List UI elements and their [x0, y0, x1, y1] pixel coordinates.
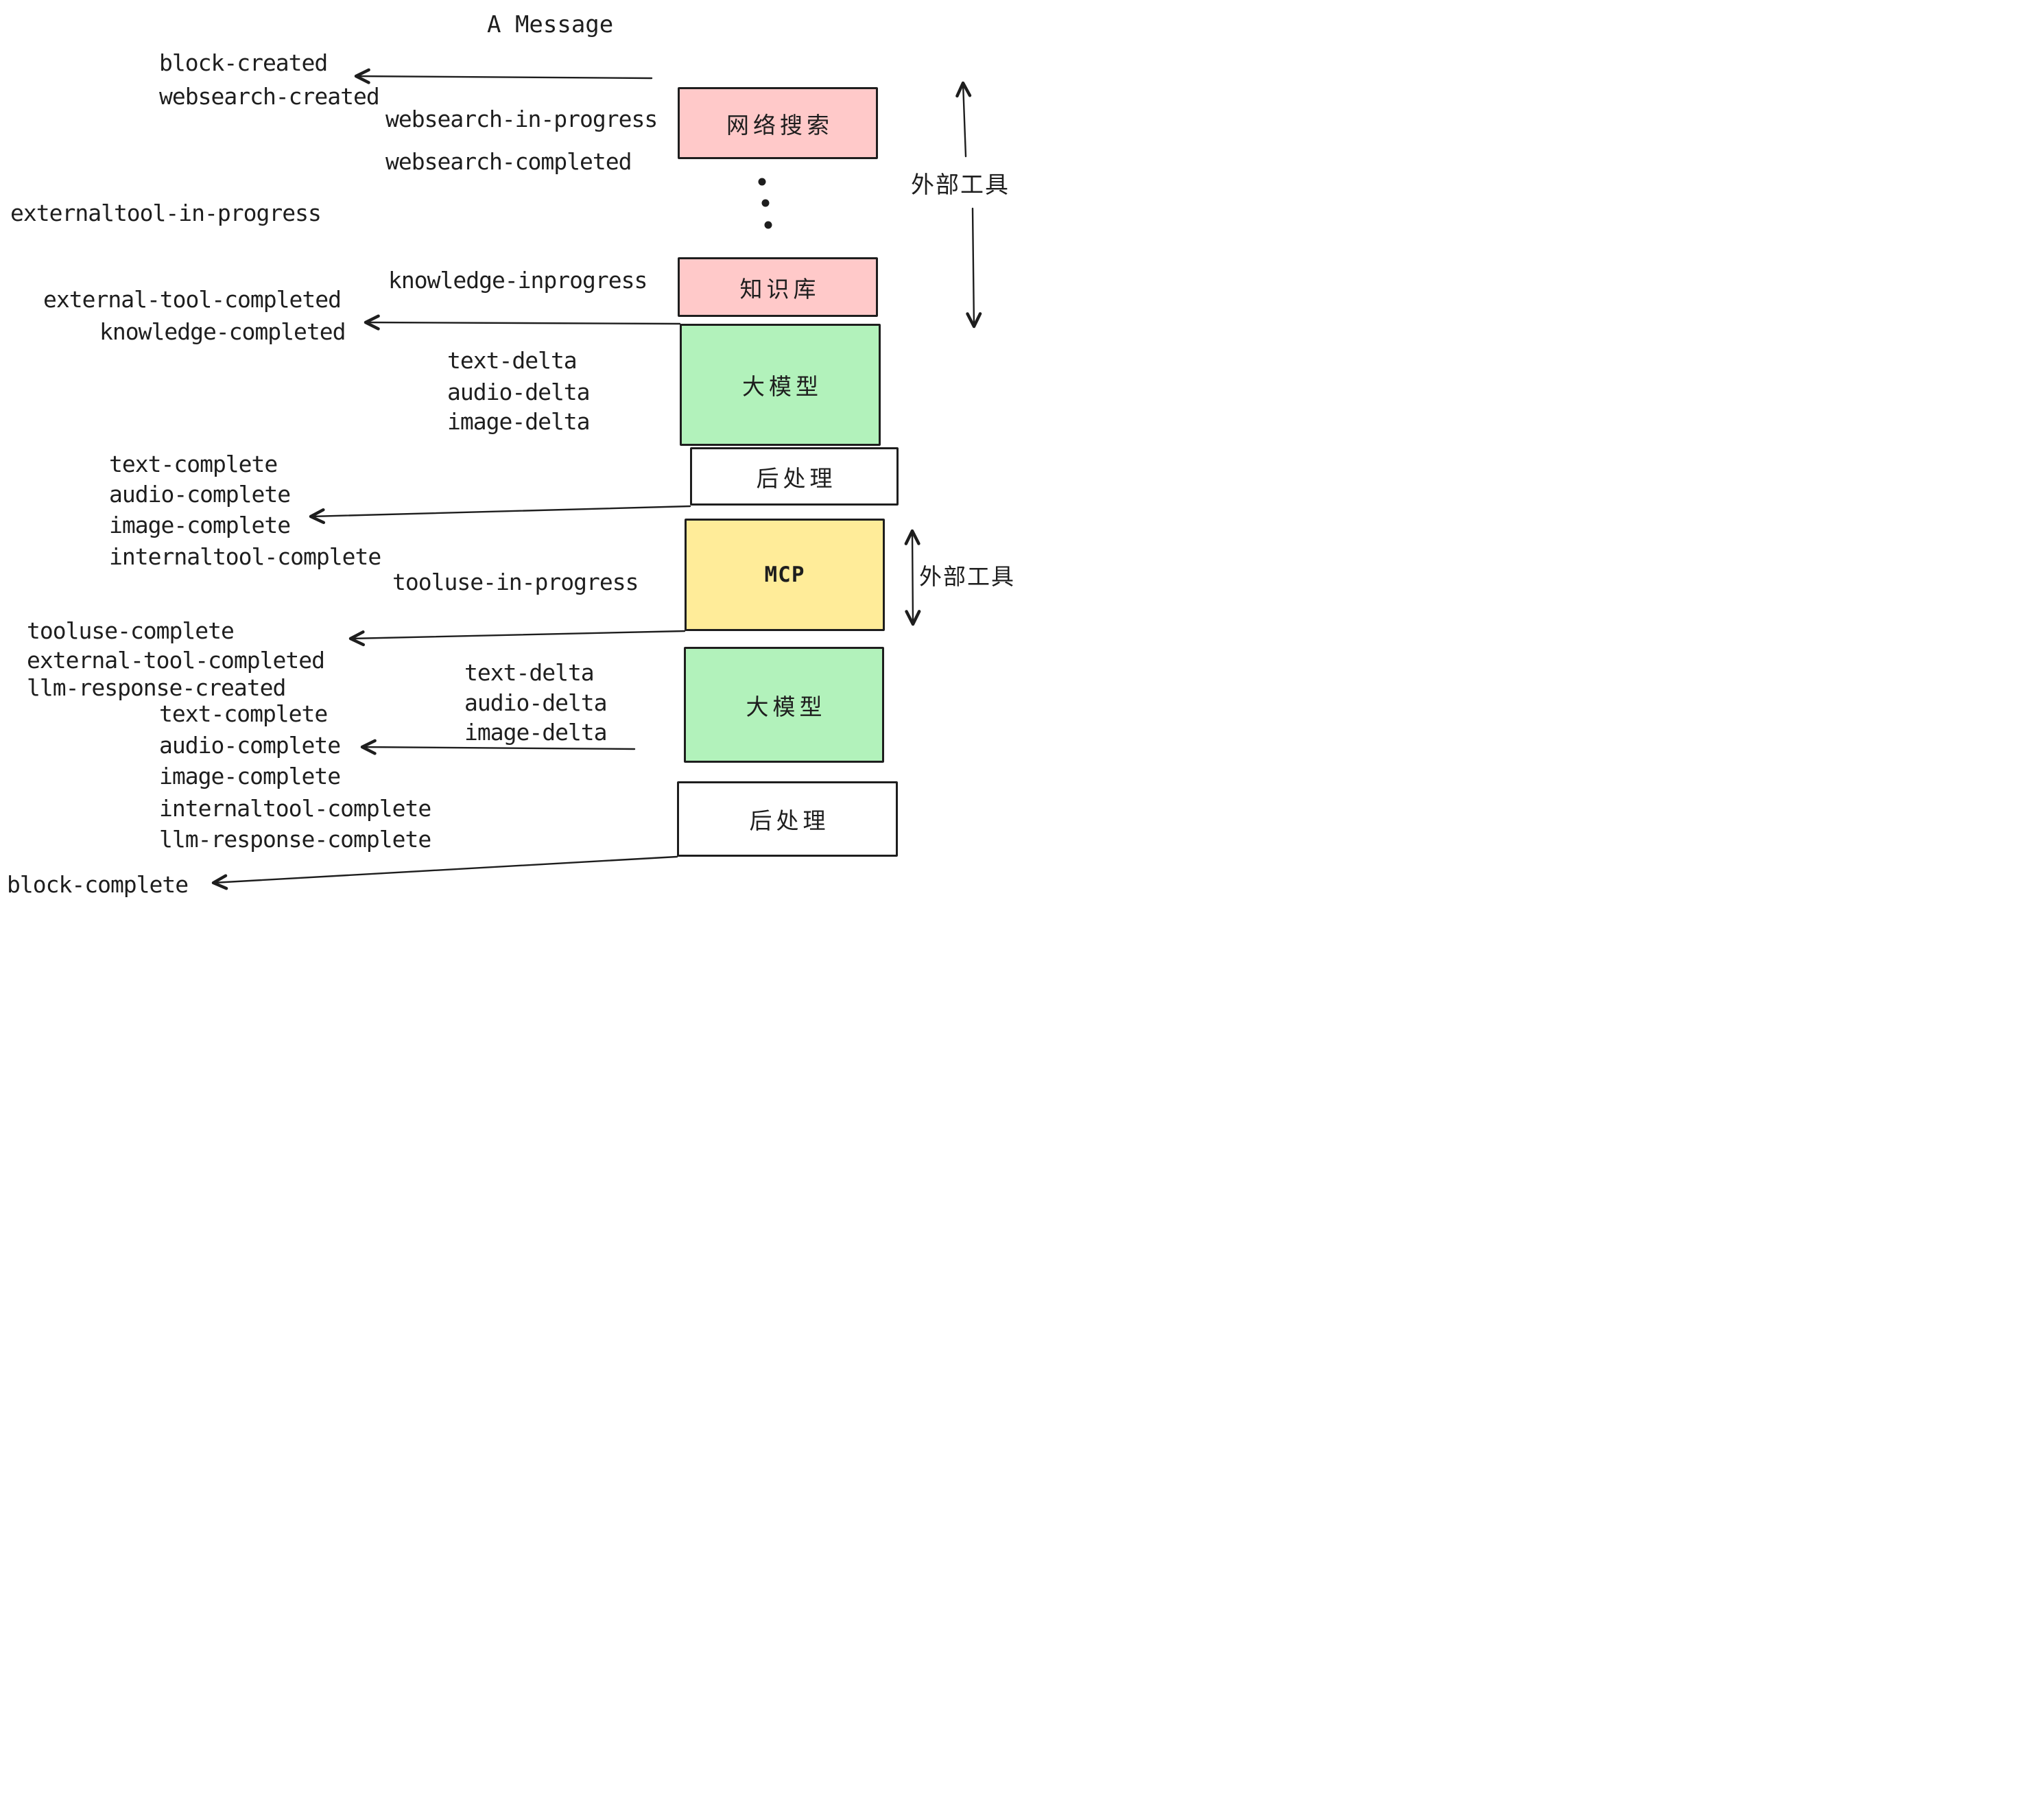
event-block-created: block-created: [159, 49, 328, 76]
event-image-complete-2: image-complete: [159, 763, 341, 790]
box-post-processing-2: 后处理: [677, 781, 898, 857]
event-external-tool-completed-2: external-tool-completed: [27, 647, 325, 674]
external-tools-label-top: 外部工具: [911, 172, 1010, 198]
event-audio-complete-1: audio-complete: [109, 481, 291, 508]
event-knowledge-completed: knowledge-completed: [99, 318, 346, 345]
ellipsis-dots-icon: [758, 178, 772, 229]
box-websearch: 网络搜索: [678, 87, 878, 159]
mcp-external-tools-arrow: [904, 529, 921, 626]
event-block-complete: block-complete: [7, 871, 189, 898]
arrow-block-complete: [211, 855, 678, 890]
arrow-websearch-created: [354, 68, 653, 84]
event-llm-response-complete: llm-response-complete: [159, 826, 431, 853]
message-flow-diagram: A Message 网络搜索 知识库 大模型 后处理 MCP 大模型 后处理 外…: [0, 0, 1022, 902]
event-llm-response-created: llm-response-created: [27, 674, 286, 701]
event-websearch-completed: websearch-completed: [385, 148, 632, 175]
external-tools-arrow-down: [966, 207, 982, 329]
box-llm-1: 大模型: [680, 324, 881, 446]
arrow-knowledge-completed: [364, 314, 681, 331]
event-audio-delta-1: audio-delta: [447, 379, 591, 405]
external-tools-label-mcp: 外部工具: [919, 564, 1015, 589]
diagram-connectors: [211, 68, 982, 890]
box-post-processing-1: 后处理: [690, 447, 899, 506]
external-tools-arrow-up: [955, 81, 972, 158]
event-websearch-created: websearch-created: [159, 83, 380, 110]
event-tooluse-complete: tooluse-complete: [27, 617, 235, 644]
event-audio-delta-2: audio-delta: [464, 689, 608, 716]
event-image-delta-1: image-delta: [447, 408, 591, 435]
event-internaltool-complete-2: internaltool-complete: [159, 795, 431, 822]
box-knowledge: 知识库: [678, 257, 878, 317]
event-text-complete-2: text-complete: [159, 700, 328, 727]
event-text-complete-1: text-complete: [109, 451, 278, 477]
diagram-title: A Message: [487, 11, 614, 38]
event-knowledge-inprogress: knowledge-inprogress: [388, 267, 647, 294]
box-llm-2: 大模型: [684, 647, 884, 763]
event-tooluse-in-progress: tooluse-in-progress: [392, 569, 639, 595]
event-text-delta-2: text-delta: [464, 659, 595, 686]
arrow-audio-complete: [360, 739, 636, 755]
box-mcp: MCP: [685, 519, 885, 631]
event-internaltool-complete-1: internaltool-complete: [109, 543, 381, 570]
event-text-delta-1: text-delta: [447, 347, 578, 374]
event-audio-complete-2: audio-complete: [159, 732, 341, 759]
event-externaltool-in-progress: externaltool-in-progress: [10, 200, 322, 226]
event-image-complete-1: image-complete: [109, 512, 291, 538]
arrow-image-complete: [309, 505, 691, 525]
arrow-tooluse-complete: [348, 630, 686, 647]
event-websearch-in-progress: websearch-in-progress: [385, 106, 658, 132]
event-image-delta-2: image-delta: [464, 719, 608, 746]
event-external-tool-completed: external-tool-completed: [43, 286, 342, 313]
